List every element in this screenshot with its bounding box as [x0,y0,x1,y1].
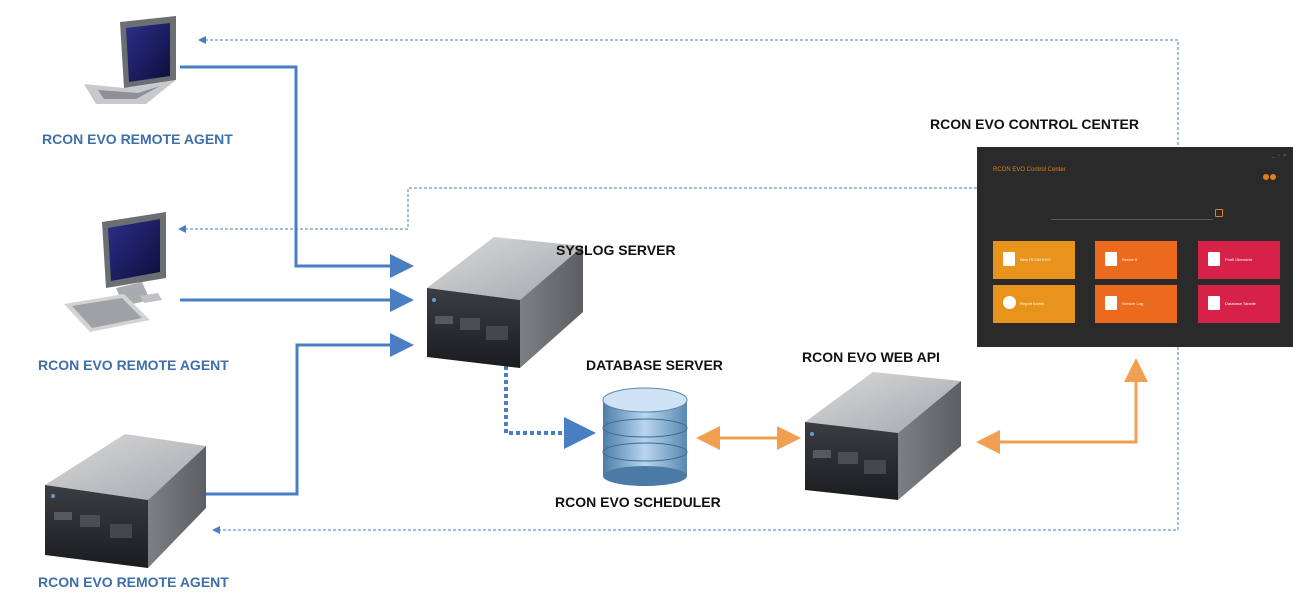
control-center-app-title: RCON EVO Control Center [993,167,1066,173]
webapi-controlcenter-line [976,358,1148,454]
header-buttons[interactable] [1263,167,1279,180]
tile-server[interactable]: Server II [1095,241,1177,279]
webapi-server-icon [805,372,961,500]
database-server-label: DATABASE SERVER [586,357,723,373]
remote-agent-label-top: RCON EVO REMOTE AGENT [42,131,233,147]
control-center-label: RCON EVO CONTROL CENTER [930,116,1139,132]
bottle-icon [1208,296,1220,310]
agent-to-syslog-lines [180,65,414,496]
document-icon [1003,252,1015,266]
tile-report[interactable]: Report Archiv [993,285,1075,323]
tile-label: Service Log [1122,301,1144,306]
open-icon[interactable] [1215,209,1223,217]
dashed-return-lines [178,36,1179,534]
database-icon [602,387,688,486]
agent-server-icon [45,434,206,568]
remote-agent-label-bottom: RCON EVO REMOTE AGENT [38,574,229,590]
search-input[interactable] [1051,209,1213,220]
window-controls[interactable]: _ ▫ × [1271,153,1287,159]
tile-new-rcon-evo[interactable]: New RCON EVO [993,241,1075,279]
control-center-window: _ ▫ × RCON EVO Control Center New RCON E… [977,147,1293,347]
remote-agent-label-middle: RCON EVO REMOTE AGENT [38,357,229,373]
syslog-to-database-line [504,366,596,449]
tile-label: Report Archiv [1020,301,1045,306]
tile-service-log[interactable]: Service Log [1095,285,1177,323]
tile-label: Server II [1122,257,1138,262]
web-api-label: RCON EVO WEB API [802,349,940,365]
laptop-icon [84,16,176,104]
syslog-server-label: SYSLOG SERVER [556,242,676,258]
tile-label: Database Tabelle [1225,301,1256,306]
tile-label: Profil Übersicht [1225,257,1253,262]
tile-label: New RCON EVO [1020,257,1051,262]
scheduler-label: RCON EVO SCHEDULER [555,494,721,510]
pie-chart-icon [1003,296,1016,309]
tile-profil[interactable]: Profil Übersicht [1198,241,1280,279]
log-icon [1105,296,1117,310]
user-icon [1208,252,1220,266]
desktop-icon [64,212,166,332]
tile-database[interactable]: Database Tabelle [1198,285,1280,323]
syslog-server-icon [427,237,583,368]
users-icon [1105,252,1117,266]
